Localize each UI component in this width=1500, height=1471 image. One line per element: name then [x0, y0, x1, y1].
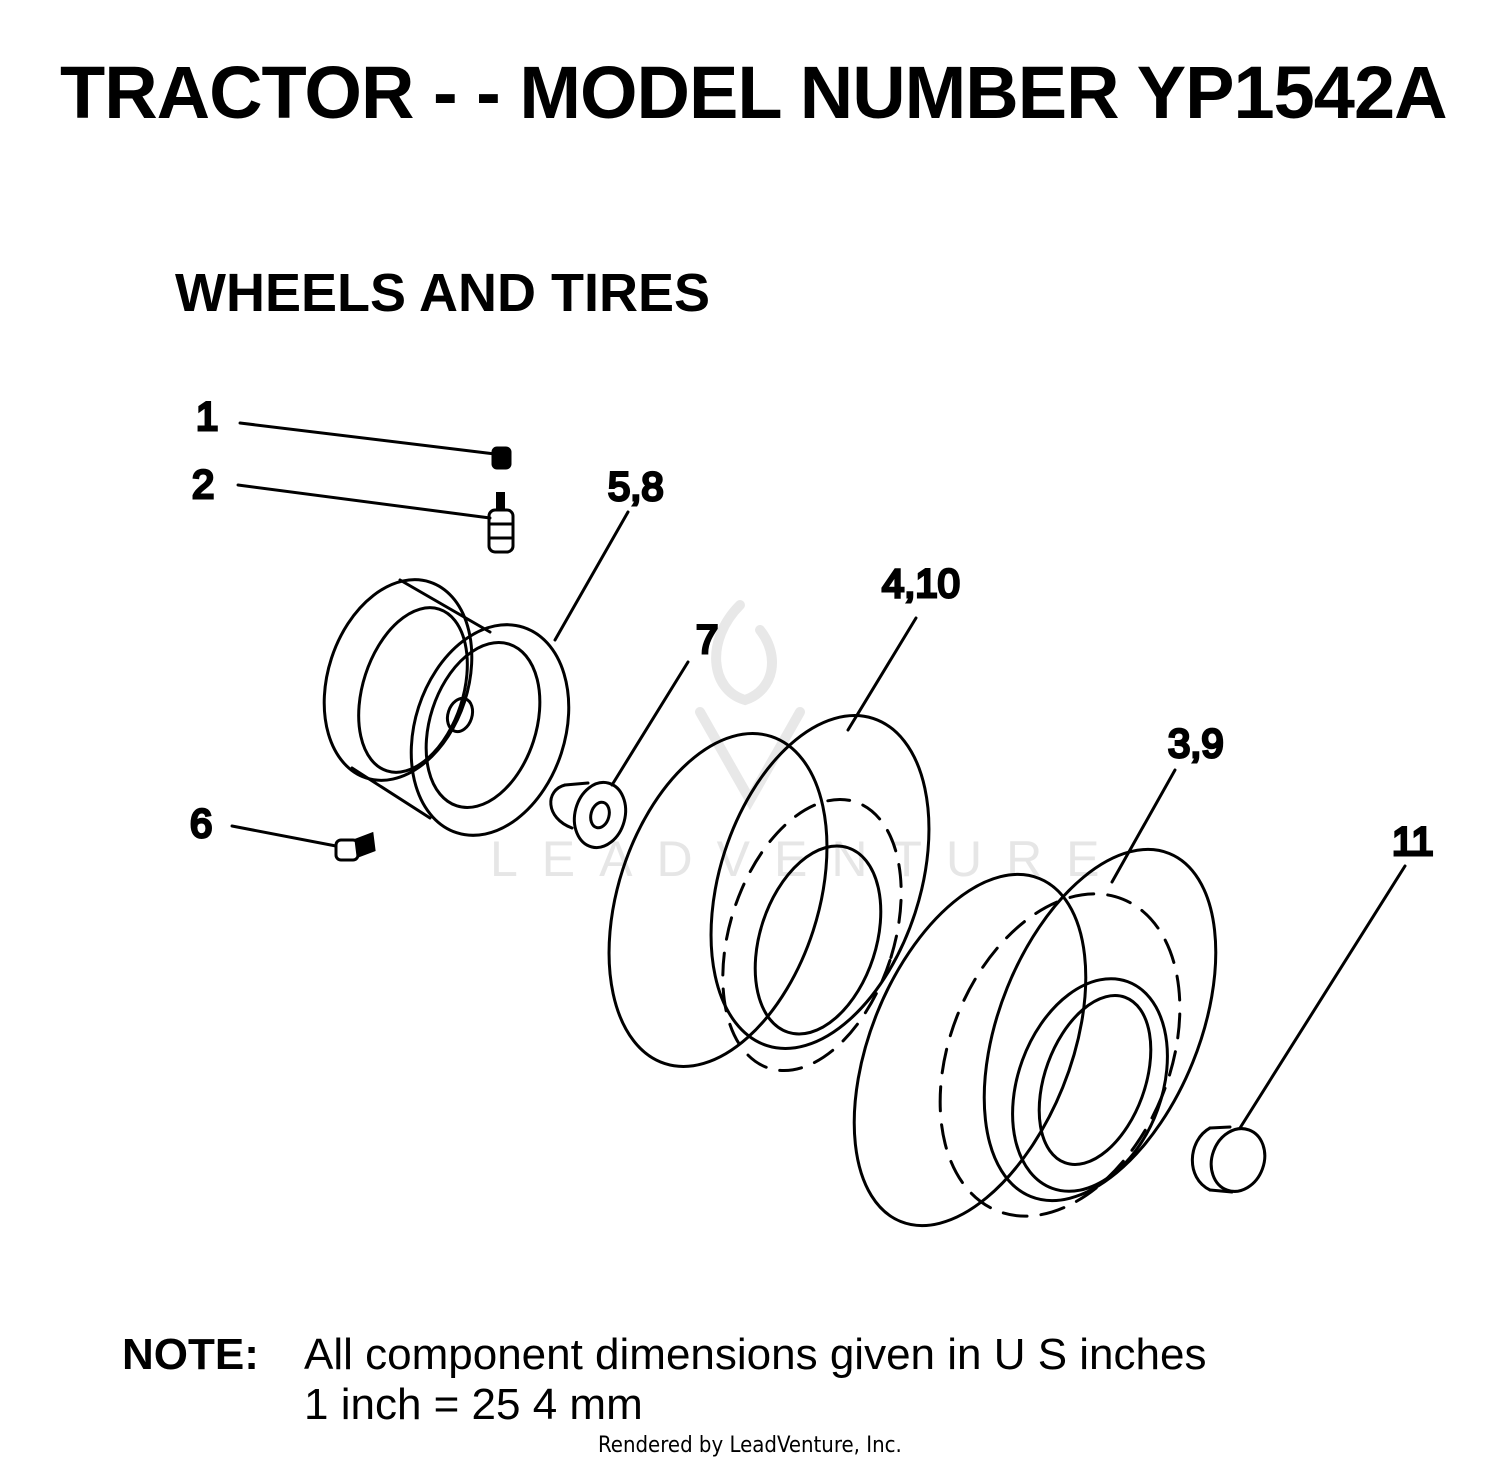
callout-2: 2: [192, 463, 214, 507]
section-title: WHEELS AND TIRES: [175, 263, 711, 323]
leader-lines: [230, 421, 1407, 1130]
callout-5-8: 5,8: [608, 465, 664, 509]
callout-3-9: 3,9: [1168, 722, 1224, 766]
render-credit: Rendered by LeadVenture, Inc.: [598, 1433, 902, 1458]
callout-11: 11: [1392, 820, 1434, 864]
part-5-8-wheel-rim: [322, 578, 571, 837]
part-4-10-front-tire: [607, 714, 931, 1073]
part-11-hub-cap: [1190, 1125, 1267, 1194]
dimensions-note: NOTE: All component dimensions given in U…: [122, 1330, 1206, 1430]
note-line-2: 1 inch = 25 4 mm: [304, 1380, 643, 1429]
part-7-bushing: [549, 780, 628, 850]
part-6-bolt: [334, 831, 376, 862]
callout-1: 1: [196, 395, 218, 439]
note-label: NOTE:: [122, 1330, 259, 1379]
callout-6: 6: [190, 802, 212, 846]
part-1-valve-cap: [491, 446, 512, 470]
part-2-valve-stem: [487, 492, 515, 554]
callout-4-10: 4,10: [882, 562, 960, 606]
note-line-1: All component dimensions given in U S in…: [304, 1330, 1207, 1379]
part-3-9-rear-tire: [852, 847, 1218, 1228]
diagram-title: TRACTOR - - MODEL NUMBER YP1542A: [60, 51, 1448, 134]
callout-7: 7: [696, 618, 718, 662]
